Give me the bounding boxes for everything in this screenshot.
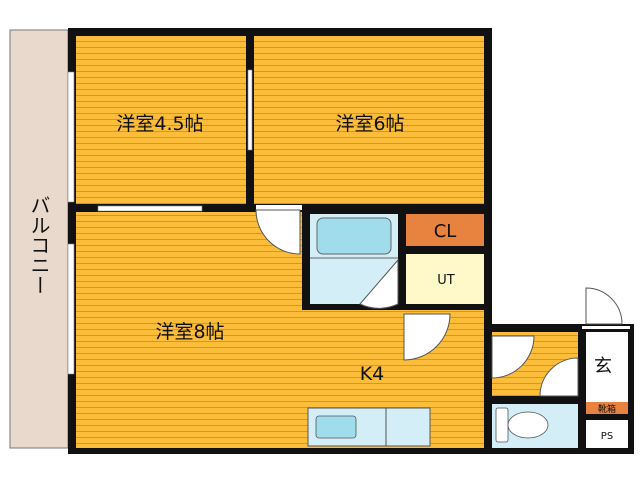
sink-icon <box>315 415 357 439</box>
entrance-label: 玄 <box>594 356 612 377</box>
entrance <box>586 332 628 402</box>
door-hallway[interactable] <box>491 335 535 379</box>
room-western-6 <box>254 36 484 204</box>
room-western-4-5 <box>76 36 246 204</box>
balcony-window-lower[interactable] <box>67 243 75 375</box>
kitchen-label: K4 <box>360 363 385 385</box>
door-utility[interactable] <box>403 313 451 361</box>
shoe-box-label: 靴箱 <box>598 403 616 415</box>
door-toilet[interactable] <box>539 357 579 397</box>
room-west-label: 洋室4.5帖 <box>116 113 203 135</box>
bathtub-icon <box>316 217 392 255</box>
closet-label: CL <box>434 221 457 242</box>
door-front[interactable] <box>585 287 623 325</box>
toilet-bowl-icon <box>507 411 549 439</box>
utility-label: UT <box>437 273 455 288</box>
closet <box>406 214 484 246</box>
sliding-door-between-rooms[interactable] <box>247 69 253 151</box>
pipe-space <box>586 420 628 448</box>
door-bathroom[interactable] <box>359 258 399 309</box>
balcony-window-upper[interactable] <box>67 71 75 203</box>
pipe-space-label: PS <box>601 431 613 442</box>
utility-room <box>406 254 484 304</box>
balcony <box>9 29 69 449</box>
sliding-door-west-room[interactable] <box>97 205 203 212</box>
room-western-8 <box>76 212 302 448</box>
room-east-label: 洋室6帖 <box>335 113 404 135</box>
door-east-room[interactable] <box>255 209 301 255</box>
balcony-label: バルコニー <box>27 195 51 295</box>
room-main-label: 洋室8帖 <box>155 321 224 343</box>
toilet-tank-icon <box>495 407 509 443</box>
shoe-box <box>586 402 628 414</box>
